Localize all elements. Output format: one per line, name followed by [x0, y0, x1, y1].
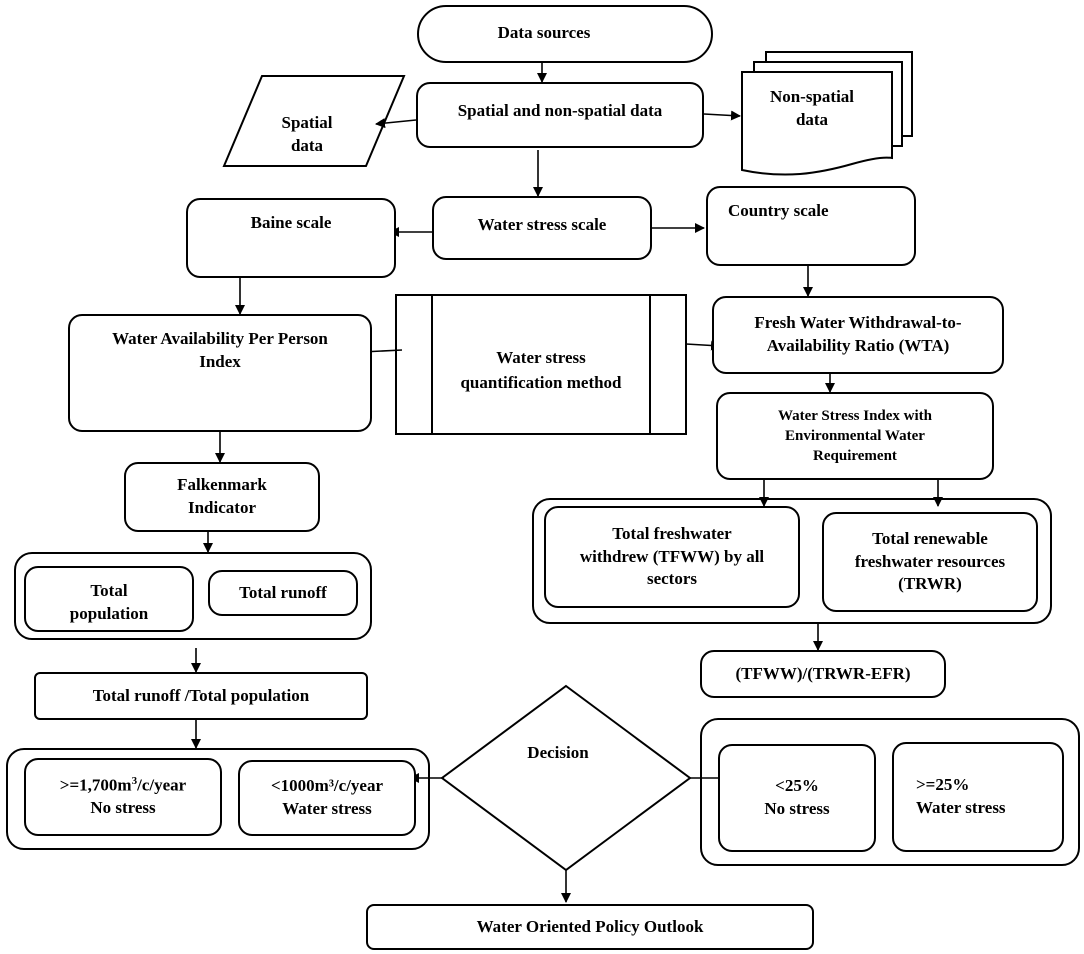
tfww-line2: withdrew (TFWW) by all	[579, 546, 765, 566]
trwr-box: Total renewable freshwater resources (TR…	[822, 512, 1038, 612]
wapp-index-box: Water Availability Per Person Index	[68, 314, 372, 432]
no-stress-1700-line1: >=1,700m3/c/year	[60, 774, 186, 798]
wsi-efr-box: Water Stress Index with Environmental Wa…	[716, 392, 994, 480]
wapp-line1: Water Availability Per Person	[112, 329, 328, 348]
baine-scale-label: Baine scale	[250, 213, 332, 232]
runoff-per-population-box: Total runoff /Total population	[34, 672, 368, 720]
non-spatial-line1: Non-spatial	[769, 87, 855, 106]
stress-1000-box: <1000m³/c/year Water stress	[238, 760, 416, 836]
quant-line2: quantification method	[460, 372, 622, 392]
no-stress-1700-suffix: /c/year	[137, 775, 187, 795]
wsi-line2: Environmental Water	[785, 427, 925, 444]
wta-line1: Fresh Water Withdrawal-to-	[754, 313, 962, 333]
policy-outlook-box: Water Oriented Policy Outlook	[366, 904, 814, 950]
total-runoff-label: Total runoff	[239, 582, 327, 602]
trwr-line1: Total renewable	[872, 528, 988, 548]
percentage-thresholds-group	[700, 718, 1080, 866]
falkenmark-line2: Indicator	[187, 498, 256, 517]
data-sources-label: Data sources	[497, 23, 591, 42]
ge25-line1: >=25%	[916, 775, 970, 795]
data-sources-shape	[417, 5, 713, 63]
wapp-line2: Index	[199, 351, 241, 371]
no-stress-1700-line2: No stress	[90, 798, 156, 818]
per-capita-thresholds-group	[6, 748, 430, 850]
non-spatial-data-label: Non-spatial data	[752, 86, 872, 132]
water-stress-scale-box: Water stress scale	[432, 196, 652, 260]
baine-scale-box: Baine scale	[186, 198, 396, 278]
trwr-line2: freshwater resources	[854, 551, 1006, 571]
ge25-line2: Water stress	[916, 798, 1006, 817]
total-runoff-box: Total runoff	[208, 570, 358, 616]
runoff-per-population-label: Total runoff /Total population	[92, 685, 310, 705]
country-scale-label: Country scale	[728, 201, 829, 220]
wta-box: Fresh Water Withdrawal-to- Availability …	[712, 296, 1004, 374]
no-stress-1700-box: >=1,700m3/c/year No stress	[24, 758, 222, 836]
spatial-data-line2: data	[290, 135, 324, 155]
ge25-box: >=25% Water stress	[892, 742, 1064, 852]
quant-line1: Water stress	[496, 348, 586, 367]
lt25-line2: No stress	[764, 799, 830, 818]
no-stress-1700-prefix: >=1,700m	[59, 775, 132, 795]
total-population-line1: Total	[90, 581, 128, 600]
spatial-data-line1: Spatial	[281, 113, 333, 132]
freshwater-group	[532, 498, 1052, 624]
falkenmark-box: Falkenmark Indicator	[124, 462, 320, 532]
wta-line2: Availability Ratio (WTA)	[766, 336, 950, 355]
quantification-method-shape	[395, 294, 687, 435]
decision-label: Decision	[527, 743, 589, 762]
decision-diamond	[440, 684, 692, 872]
spatial-nonspatial-box: Spatial and non-spatial data	[416, 82, 704, 148]
spatial-data-label: Spatial data	[262, 112, 352, 158]
tfww-line3: sectors	[646, 569, 697, 589]
lt25-box: <25% No stress	[718, 744, 876, 852]
quantification-label: Water stress quantification method	[436, 346, 646, 395]
formula-label: (TFWW)/(TRWR-EFR)	[735, 663, 911, 683]
non-spatial-line2: data	[795, 109, 829, 129]
total-population-line2: population	[69, 603, 149, 623]
tfww-line1: Total freshwater	[612, 523, 732, 543]
total-population-box: Total population	[24, 566, 194, 632]
stress-1000-line2: Water stress	[282, 799, 372, 818]
non-spatial-data-shape	[741, 51, 913, 176]
country-scale-box: Country scale	[706, 186, 916, 266]
policy-outlook-label: Water Oriented Policy Outlook	[476, 916, 704, 936]
falkenmark-line1: Falkenmark	[177, 475, 267, 495]
trwr-line3: (TRWR)	[898, 574, 962, 594]
spatial-nonspatial-label: Spatial and non-spatial data	[457, 101, 663, 120]
wsi-line1: Water Stress Index with	[777, 407, 933, 424]
spatial-data-shape	[222, 75, 406, 167]
tfww-box: Total freshwater withdrew (TFWW) by all …	[544, 506, 800, 608]
lt25-line1: <25%	[775, 776, 819, 796]
population-runoff-group	[14, 552, 372, 640]
no-stress-1700-sup: 3	[131, 774, 138, 787]
connectors	[191, 62, 943, 903]
water-stress-scale-label: Water stress scale	[477, 215, 607, 234]
wsi-line3: Requirement	[813, 448, 897, 465]
stress-1000-line1: <1000m³/c/year	[270, 776, 384, 796]
formula-box: (TFWW)/(TRWR-EFR)	[700, 650, 946, 698]
